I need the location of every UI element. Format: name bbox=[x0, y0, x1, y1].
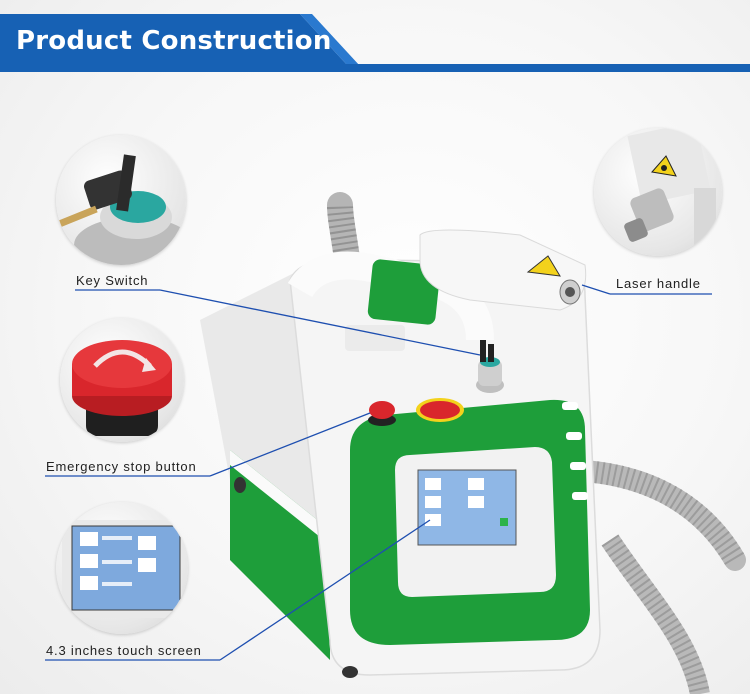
header-banner bbox=[0, 14, 750, 72]
key-icon bbox=[57, 154, 186, 265]
key-switch-label: Key Switch bbox=[76, 273, 149, 288]
emergency-stop-bubble bbox=[60, 318, 184, 442]
emergency-stop-icon bbox=[72, 340, 172, 436]
laser-handle-bubble bbox=[594, 128, 722, 256]
touch-screen-label: 4.3 inches touch screen bbox=[46, 643, 202, 658]
laser-handle-label: Laser handle bbox=[616, 276, 701, 291]
emergency-stop-label: Emergency stop button bbox=[46, 459, 197, 474]
touch-screen-bubble bbox=[56, 502, 188, 634]
laser-handle-icon bbox=[624, 128, 716, 248]
touch-screen-icon bbox=[62, 520, 182, 618]
key-switch-bubble bbox=[56, 135, 186, 265]
page-title: Product Construction bbox=[16, 26, 332, 56]
